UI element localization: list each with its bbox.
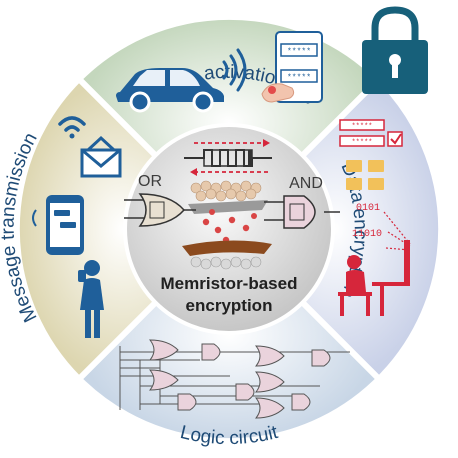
or-gate-small-5 [254, 397, 285, 419]
or-gate-label: OR [138, 173, 162, 190]
desk-user-icon [338, 240, 410, 316]
and-gate-small-5 [291, 393, 311, 411]
quadrant-left [13, 74, 234, 384]
and-gate-small-4 [235, 383, 255, 401]
or-gate-small-4 [254, 371, 285, 393]
and-gate-small-2 [311, 349, 331, 367]
and-gate-small-1 [201, 343, 221, 361]
center-title-line-2: encryption [186, 296, 273, 315]
memristor-stack-icon [182, 180, 272, 270]
or-gate-small-1 [148, 339, 179, 361]
center-title-line-1: Memristor-based [161, 274, 298, 293]
padlock-icon [362, 6, 428, 94]
or-gate-icon [124, 193, 196, 227]
quadrant-right [224, 74, 445, 384]
logic-circuit-diagram [119, 339, 350, 419]
or-gate-small-2 [254, 345, 285, 367]
folder-icon [346, 160, 384, 190]
signal-waves-icon [222, 48, 247, 92]
binary-text-1: 0101 [356, 203, 380, 214]
checklist-field-2: ***** [351, 139, 372, 147]
fingertip-icon [261, 83, 295, 103]
or-gate-small-3 [148, 369, 179, 391]
password-card-icon: ***** ***** [275, 31, 323, 103]
binary-text-2: 11010 [352, 229, 382, 240]
person-icon [78, 260, 104, 338]
checklist-icon: ***** ***** [339, 119, 403, 147]
checklist-field-1: ***** [351, 123, 372, 131]
car-icon [116, 68, 224, 113]
and-gate-small-3 [177, 393, 197, 411]
center-disk [123, 123, 335, 335]
memristor-icon [184, 139, 272, 176]
password-field-1: ***** [287, 48, 311, 57]
envelope-icon [80, 135, 122, 178]
smartphone-icon [32, 195, 84, 255]
wifi-icon [58, 116, 86, 139]
password-field-2: ***** [287, 74, 311, 83]
and-gate-label: AND [289, 175, 323, 192]
and-gate-icon [264, 195, 340, 229]
